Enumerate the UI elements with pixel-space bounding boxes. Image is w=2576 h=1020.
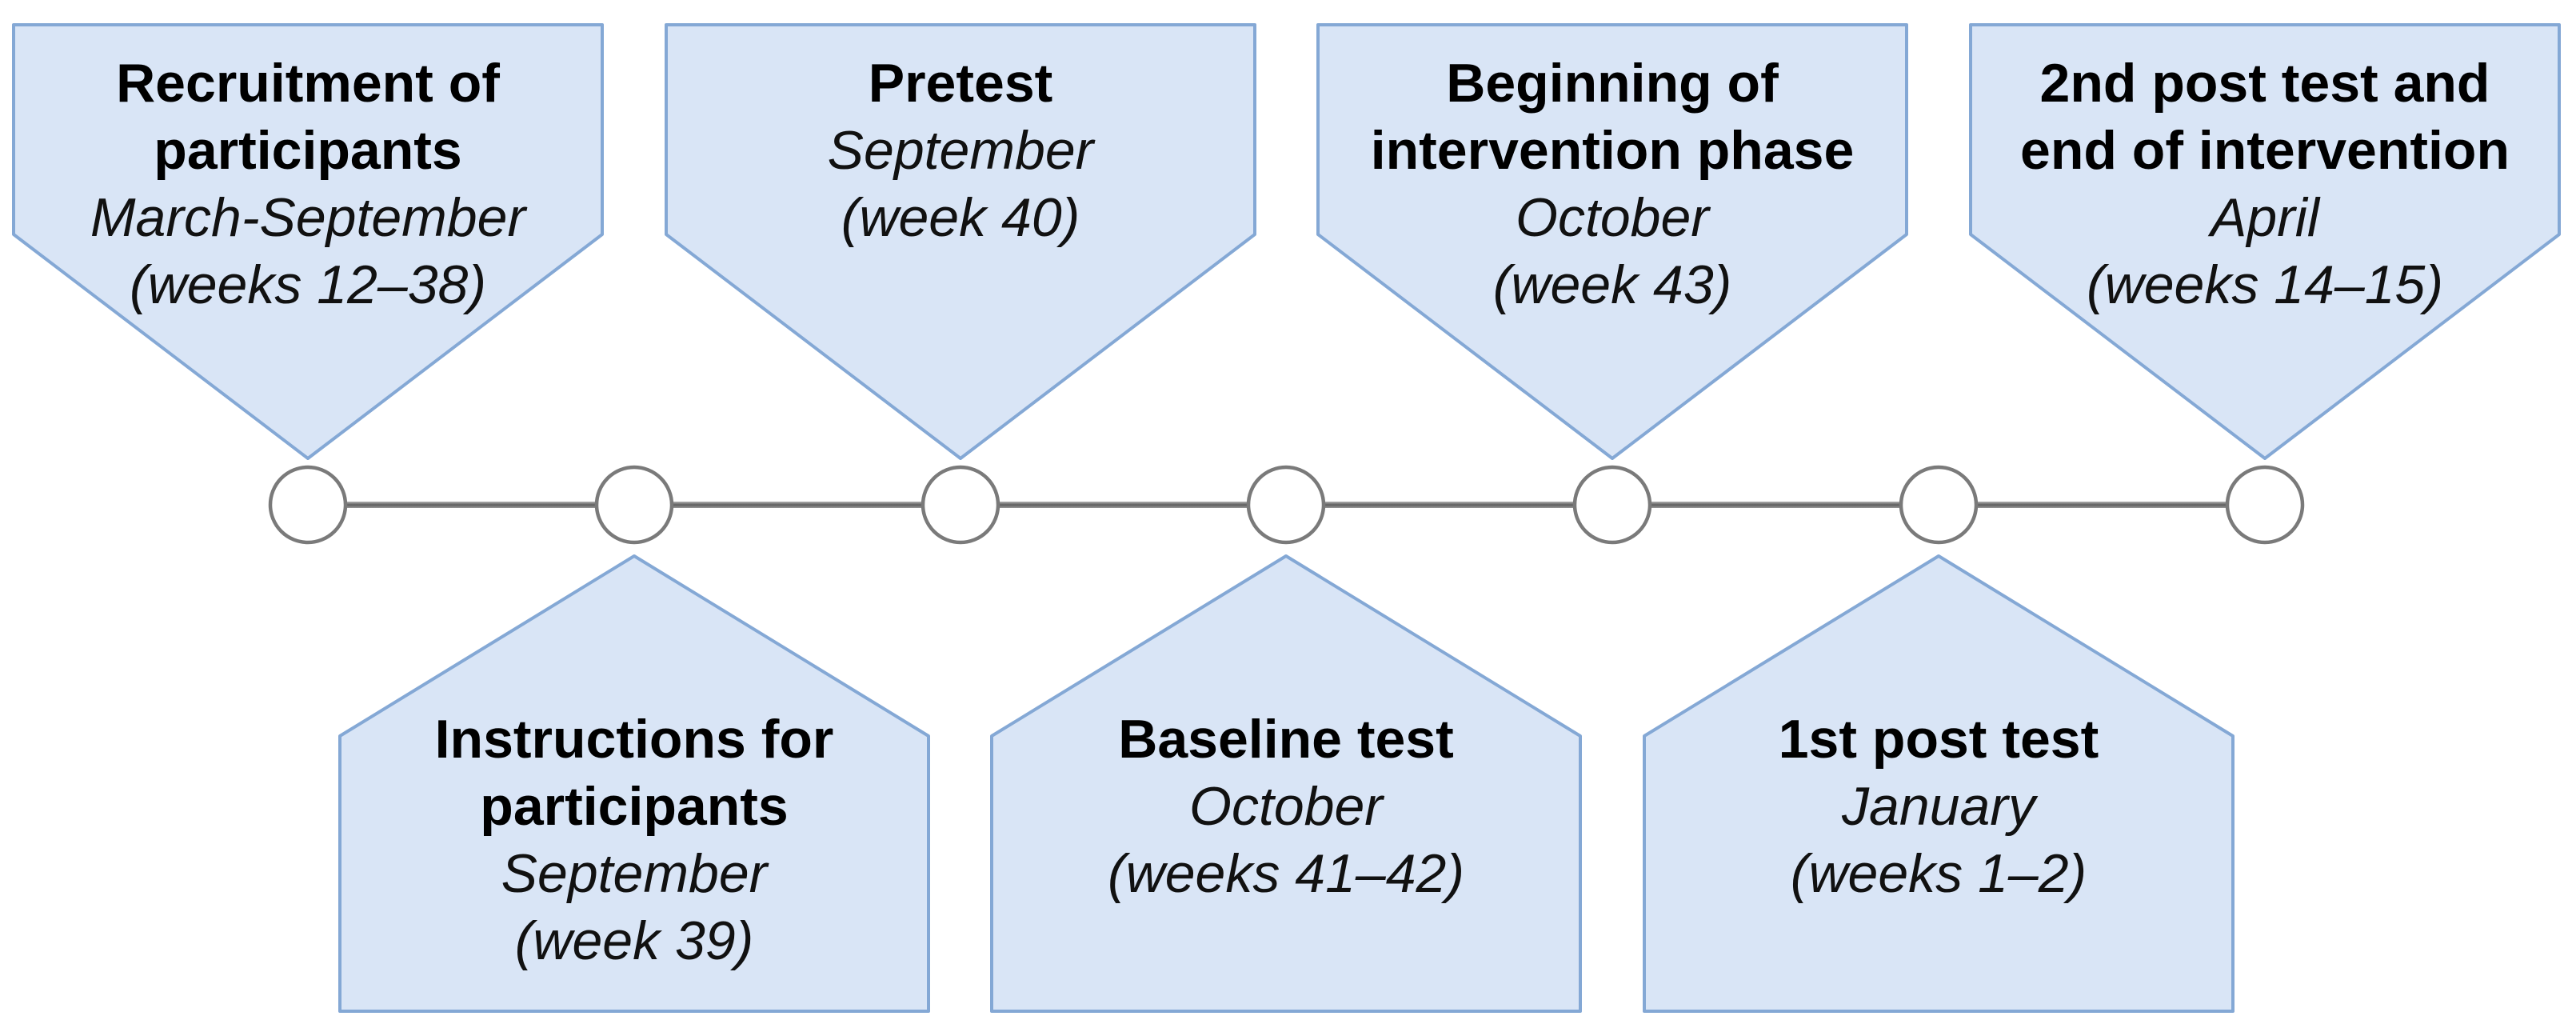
event-shape-beginning-intervention — [1316, 23, 1908, 460]
event-shape-baseline-test — [990, 554, 1582, 1013]
timeline-node-5 — [1572, 465, 1652, 545]
timeline-node-3 — [921, 465, 1000, 545]
event-shape-1st-post-test — [1643, 554, 2235, 1013]
timeline-node-1 — [268, 465, 348, 545]
event-shape-pretest — [665, 23, 1256, 460]
event-shape-instructions — [338, 554, 930, 1013]
timeline-node-6 — [1899, 465, 1979, 545]
timeline-node-2 — [594, 465, 674, 545]
timeline-node-7 — [2225, 465, 2305, 545]
timeline-node-4 — [1246, 465, 1326, 545]
event-shape-2nd-post-test — [1969, 23, 2561, 460]
event-shape-recruitment — [12, 23, 604, 460]
